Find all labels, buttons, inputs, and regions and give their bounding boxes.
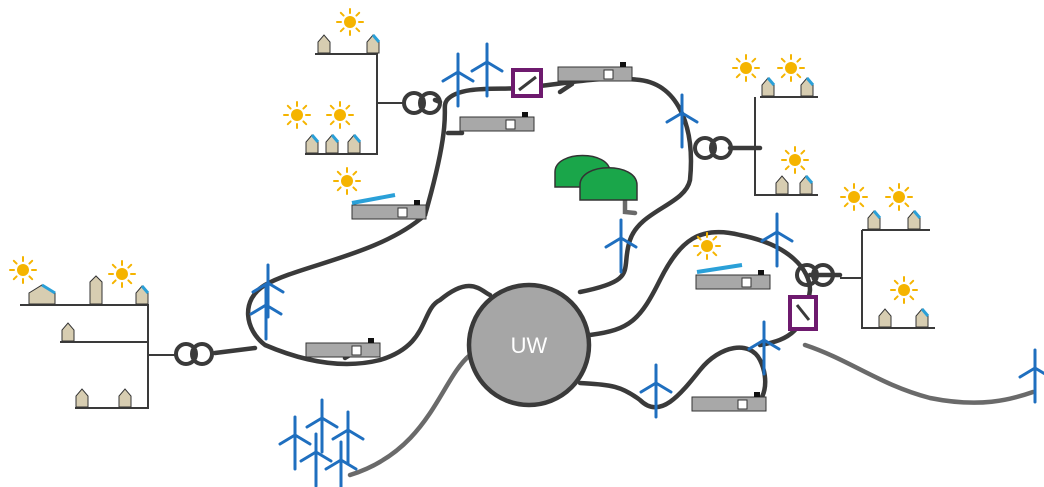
transformer-icon <box>693 136 733 160</box>
wind-turbine-icon <box>665 93 699 149</box>
wind-turbine-icon <box>760 212 794 268</box>
transformer-icon <box>402 91 442 115</box>
sun-icon <box>283 101 311 129</box>
wind-turbines <box>249 42 1044 487</box>
wind-turbine-icon <box>639 363 673 419</box>
industry-icon <box>691 391 767 412</box>
switch-icon <box>511 68 543 98</box>
wind-turbine-icon <box>324 440 358 487</box>
industry-icon <box>305 337 381 358</box>
substation-uw[interactable]: UW <box>466 282 592 408</box>
substation-label: UW <box>511 333 548 358</box>
biogas-icon <box>554 154 638 201</box>
houses-right-middle <box>866 209 930 329</box>
sun-icon <box>333 167 361 195</box>
sun-icon <box>732 54 760 82</box>
industry-pv-icon <box>351 193 427 220</box>
houses-top-left <box>304 33 381 155</box>
sun-icon <box>108 260 136 288</box>
wind-turbine-icon <box>331 410 365 466</box>
sun-icon <box>9 256 37 284</box>
houses-right-upper <box>760 76 815 196</box>
industry-pv-icon <box>695 263 771 290</box>
sun-icon <box>777 54 805 82</box>
sun-icon <box>781 146 809 174</box>
wind-turbine-icon <box>604 218 638 274</box>
sun-icon <box>693 232 721 260</box>
sun-icons <box>9 8 918 304</box>
industry-icon <box>557 61 633 82</box>
switch-icon <box>788 295 818 331</box>
transformer-icon <box>174 342 214 366</box>
sun-icon <box>336 8 364 36</box>
sun-icon <box>885 183 913 211</box>
wind-turbine-icon <box>747 320 781 376</box>
hv-cables <box>347 197 1036 478</box>
industry-icon <box>459 111 535 132</box>
sun-icon <box>326 101 354 129</box>
sun-icon <box>890 276 918 304</box>
lv-feeders <box>20 53 935 409</box>
wind-turbine-icon <box>305 398 339 454</box>
sun-icon <box>840 183 868 211</box>
wind-turbine-icon <box>278 415 312 471</box>
